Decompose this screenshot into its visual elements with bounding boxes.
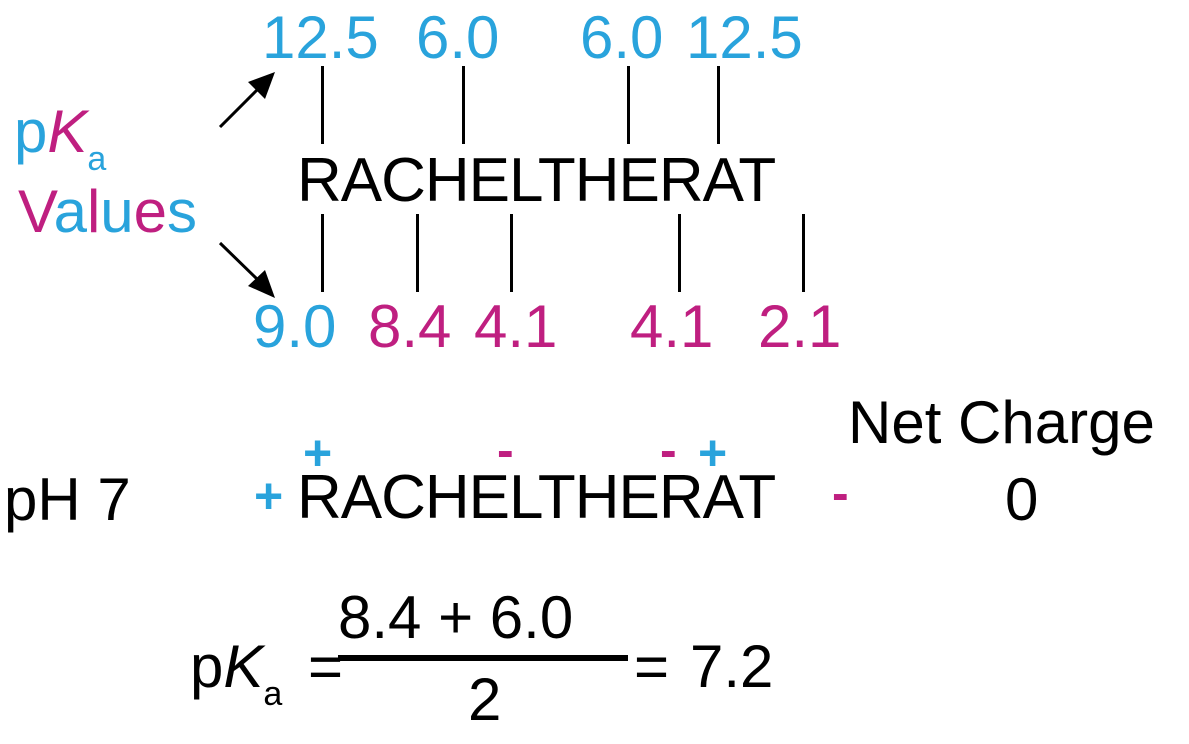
top-pka-value: 12.5 [686, 4, 803, 71]
top-tick [627, 66, 630, 144]
bottom-tick [678, 214, 681, 292]
net-charge-value: 0 [1005, 466, 1039, 533]
values-letter: u [100, 178, 134, 245]
net-charge-title: Net Charge [848, 389, 1155, 456]
charge-above-residue: - [497, 422, 514, 478]
pka-label-p: p [14, 98, 48, 165]
bottom-pka-value: 9.0 [253, 293, 337, 360]
values-letter: l [86, 178, 101, 245]
charge-above-residue: + [698, 425, 728, 481]
peptide-sequence-ph7: RACHELTHERAT [297, 463, 776, 532]
values-letter: V [18, 178, 54, 245]
bottom-tick [321, 214, 324, 292]
bottom-tick [416, 214, 419, 292]
top-pka-value: 6.0 [580, 4, 664, 71]
equation-result: 7.2 [690, 633, 774, 700]
values-letter: a [53, 178, 87, 245]
equation-k: K [223, 633, 264, 700]
bottom-pka-value: 8.4 [368, 293, 452, 360]
top-tick [717, 66, 720, 144]
equation-p: p [190, 633, 224, 700]
top-tick [321, 66, 324, 144]
bottom-pka-value: 4.1 [630, 293, 714, 360]
bottom-tick [802, 214, 805, 292]
equation-denominator: 2 [468, 666, 502, 733]
charge-above-residue: + [303, 425, 333, 481]
equation-equals: = [308, 633, 344, 700]
top-tick [462, 66, 465, 144]
equation-sub: a [263, 675, 283, 713]
values-label: Values [18, 182, 197, 242]
pka-label-k: K [47, 98, 88, 165]
n-term-charge: + [254, 468, 284, 524]
arrow-down-icon [218, 241, 275, 298]
bottom-tick [510, 214, 513, 292]
top-pka-value: 12.5 [262, 4, 379, 71]
values-letter: e [133, 178, 168, 245]
values-letter: s [167, 178, 198, 245]
c-term-charge: - [832, 465, 849, 521]
ph-label: pH 7 [4, 466, 131, 533]
equation-equals: = [634, 633, 670, 700]
top-pka-value: 6.0 [416, 4, 500, 71]
arrow-up-icon [218, 72, 275, 129]
fraction-bar [338, 655, 628, 661]
equation-numerator: 8.4 + 6.0 [338, 584, 574, 651]
pka-label-sub: a [87, 140, 107, 178]
equation-lhs: pKa [190, 637, 282, 712]
charge-above-residue: - [660, 422, 677, 478]
bottom-pka-value: 2.1 [758, 293, 842, 360]
peptide-sequence: RACHELTHERAT [297, 146, 776, 215]
pka-label: pKa [14, 102, 106, 177]
bottom-pka-value: 4.1 [474, 293, 558, 360]
